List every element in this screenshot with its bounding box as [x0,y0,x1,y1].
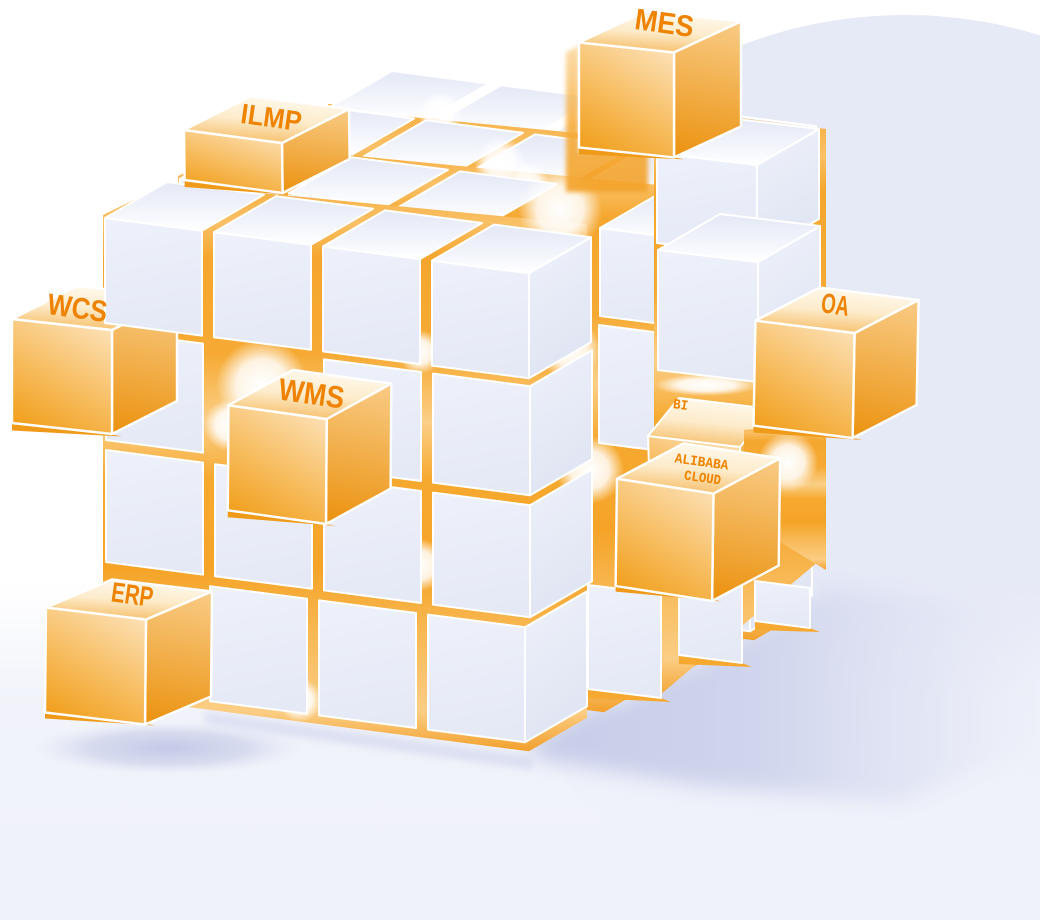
svg-text:ALIBABA: ALIBABA [674,451,730,474]
svg-text:ERP: ERP [109,576,155,613]
svg-text:CLOUD: CLOUD [683,469,722,490]
svg-text:MES: MES [633,3,696,44]
svg-text:BI: BI [672,397,689,415]
svg-text:OA: OA [819,287,851,322]
